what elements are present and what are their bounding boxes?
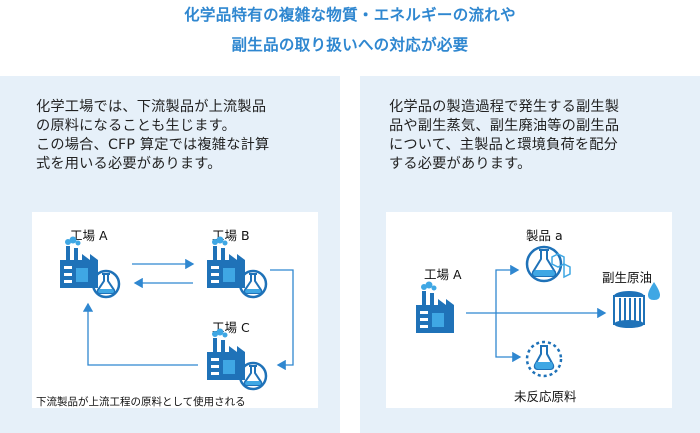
left-description-line: の原料になることも生じます。 — [36, 118, 237, 134]
unreacted-material-label: 未反応原料 — [514, 389, 577, 404]
left-description-line: 式を用いる必要があります。 — [36, 156, 222, 172]
factory-a-label: 工場 A — [70, 228, 108, 243]
factory-c-label: 工場 C — [212, 320, 250, 335]
left-description: 化学工場では、下流製品が上流製品 の原料になることも生じます。 この場合、CFP… — [36, 98, 269, 174]
factory-b-label: 工場 B — [212, 228, 250, 243]
heading-line-2: 副生品の取り扱いへの対応が必要 — [231, 36, 469, 54]
right-description-line: 化学品の製造過程で発生する副生製 — [389, 99, 620, 115]
right-description: 化学品の製造過程で発生する副生製 品や副生蒸気、副生廃油等の副生品 について、主… — [389, 98, 619, 174]
right-description-line: する必要があります。 — [389, 156, 532, 172]
right-factory-a-label: 工場 A — [424, 267, 462, 282]
right-description-line: について、主製品と環境負荷を配分 — [389, 137, 619, 153]
right-description-line: 品や副生蒸気、副生廃油等の副生品 — [389, 118, 620, 134]
left-note: 下流製品が上流工程の原料として使用される — [36, 396, 246, 408]
byproduct-oil-label: 副生原油 — [602, 270, 653, 285]
heading-line-1: 化学品特有の複雑な物質・エネルギーの流れや — [184, 6, 516, 24]
product-a-label: 製品 a — [526, 228, 563, 243]
left-description-line: この場合、CFP 算定では複雑な計算 — [36, 137, 270, 153]
left-description-line: 化学工場では、下流製品が上流製品 — [36, 99, 267, 115]
